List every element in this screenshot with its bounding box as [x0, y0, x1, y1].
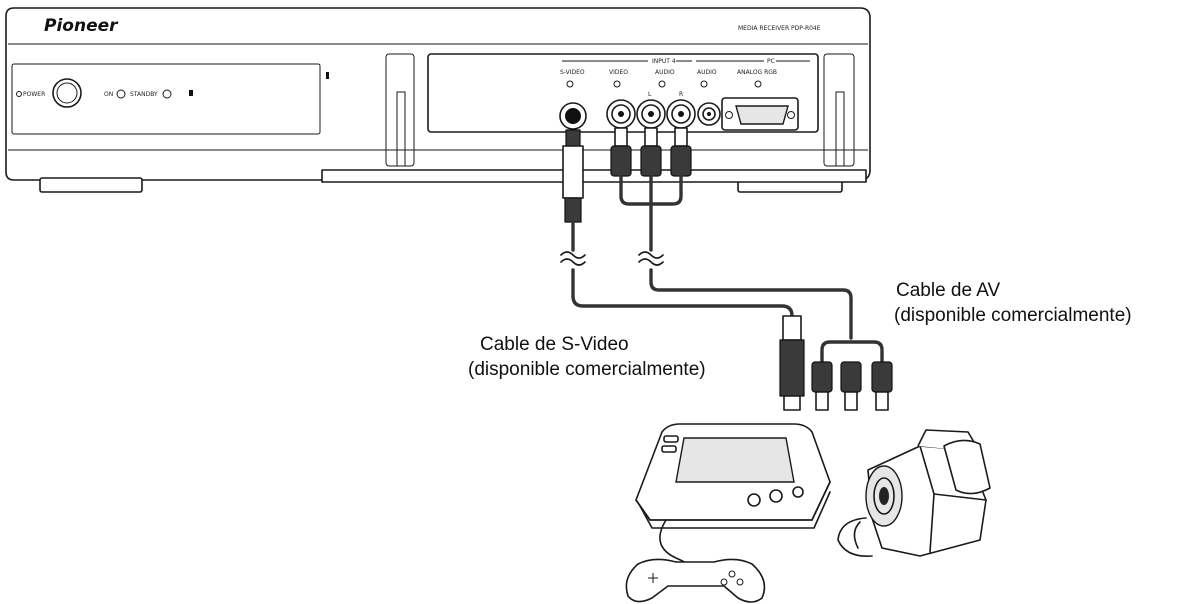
av-cable	[610, 127, 893, 411]
pc-group-label: PC	[767, 58, 775, 65]
on-indicator	[116, 89, 126, 99]
pc-audio-label: AUDIO	[697, 69, 717, 76]
on-label: ON	[104, 91, 113, 98]
game-console	[625, 423, 831, 603]
pc-audio-jack[interactable]	[697, 102, 721, 126]
video-port-label: VIDEO	[609, 69, 628, 76]
audio-l-label: L	[648, 91, 652, 98]
pc-analog-label: ANALOG RGB	[737, 69, 777, 76]
svideo-cable	[560, 129, 805, 411]
media-receiver: Pioneer MEDIA RECEIVER PDP-R04E POWER ON…	[5, 7, 871, 193]
camcorder	[837, 429, 991, 557]
audio-r-label: R	[679, 91, 683, 98]
audio-l-jack[interactable]	[636, 99, 666, 129]
audio-port-label: AUDIO	[655, 69, 675, 76]
device-foot-left	[39, 177, 143, 193]
power-icon	[16, 91, 22, 97]
input-group-label: INPUT 4	[652, 58, 676, 65]
svideo-port-label: S-VIDEO	[560, 69, 585, 76]
game-controller	[625, 558, 766, 603]
av-cable-label: Cable de AV	[896, 280, 1001, 301]
brand-logo: Pioneer	[44, 16, 119, 36]
audio-r-jack[interactable]	[666, 99, 696, 129]
sensor-window	[189, 90, 193, 96]
standby-indicator	[162, 89, 172, 99]
power-label: POWER	[23, 91, 45, 98]
av-cable-availability: (disponible comercialmente)	[894, 305, 1132, 326]
model-label: MEDIA RECEIVER PDP-R04E	[738, 25, 821, 32]
analog-rgb-port[interactable]	[721, 97, 799, 131]
svideo-cable-availability: (disponible comercialmente)	[468, 359, 706, 380]
video-jack[interactable]	[606, 99, 636, 129]
svideo-cable-label: Cable de S-Video	[480, 334, 629, 355]
standby-label: STANDBY	[130, 91, 158, 98]
